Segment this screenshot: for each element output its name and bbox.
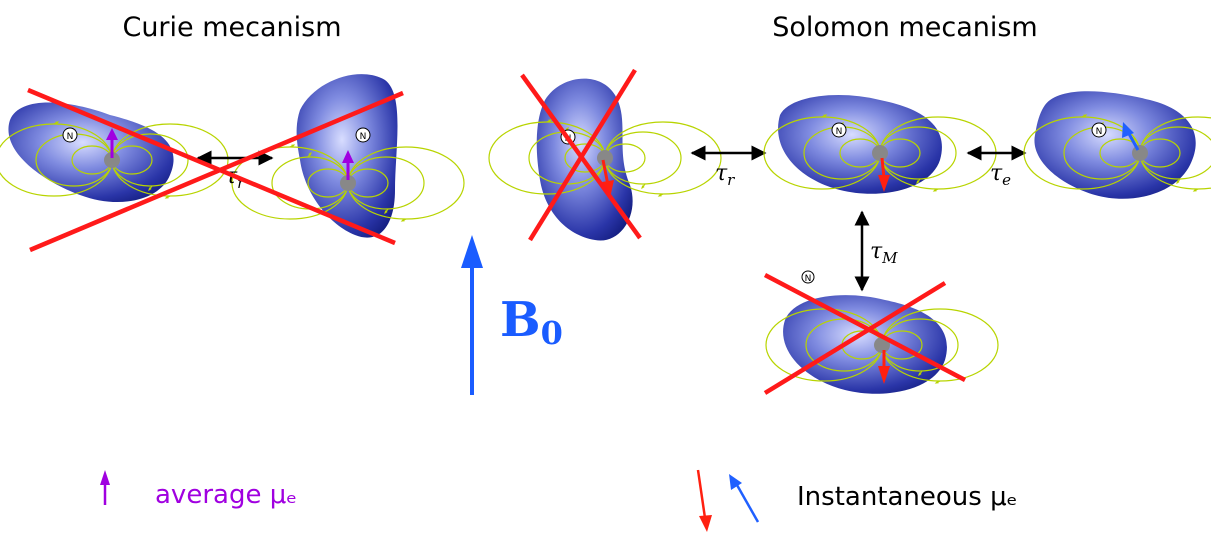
metal-ion (340, 175, 356, 191)
svg-text:N: N (67, 132, 74, 142)
nucleus-marker (355, 127, 371, 143)
svg-text:N: N (1096, 127, 1103, 137)
legend-average-arrow (100, 470, 110, 505)
metal-ion (597, 150, 613, 166)
metal-ion (104, 152, 120, 168)
tau-e-label: τe (990, 161, 1011, 189)
nucleus-marker (1091, 122, 1107, 138)
metal-ion (872, 145, 888, 161)
instant-moment-arrow (880, 157, 886, 179)
solomon-complex-rotated: N (489, 78, 721, 241)
curie-complex-right: N (232, 74, 464, 238)
nucleus-marker-released (801, 270, 815, 284)
exchange-cross (763, 273, 967, 395)
solomon-complex-center: N (764, 95, 996, 194)
svg-text:N: N (805, 274, 812, 284)
average-moment-arrow (342, 150, 354, 163)
curie-complex-left: N (0, 102, 228, 203)
curie-title: Curie mecanism (122, 12, 341, 43)
svg-text:N: N (360, 132, 367, 142)
svg-text:N: N (836, 127, 843, 137)
solomon-complex-exchanged: N (766, 270, 998, 394)
metal-ion (1132, 145, 1148, 161)
solomon-title: Solomon mecanism (772, 12, 1037, 43)
b0-field-arrow (461, 235, 483, 395)
solomon-complex-electronic: N (1024, 91, 1211, 199)
legend-average-label: average μₑ (155, 480, 297, 510)
solomon-tau-r-label: τr (715, 161, 735, 189)
tau-m-label: τM (870, 239, 898, 267)
legend-instant-label: Instantaneous μₑ (797, 482, 1017, 512)
b0-label: B0 (500, 292, 563, 352)
solomon-rotation-cross (520, 68, 642, 242)
legend-instant-arrows (696, 469, 760, 532)
nucleus-marker (62, 127, 78, 143)
instant-moment-arrow (601, 159, 610, 186)
instant-moment-arrow (1126, 131, 1140, 151)
curie-cross (27, 87, 404, 253)
nucleus-marker (831, 122, 847, 138)
